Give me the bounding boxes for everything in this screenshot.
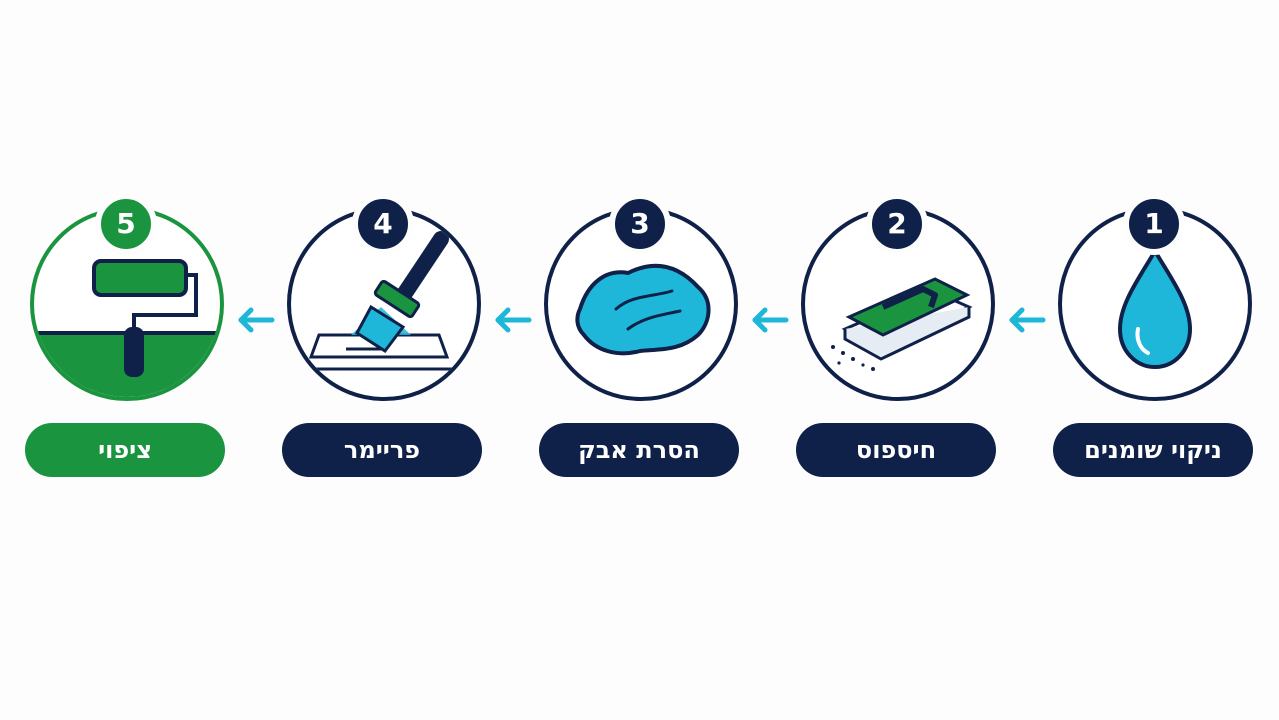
step-1-label: ניקוי שומנים xyxy=(1053,423,1253,477)
step-2: 2 חיספוס xyxy=(796,0,1006,720)
step-4-label: פריימר xyxy=(282,423,482,477)
arrow-left-icon xyxy=(752,307,789,333)
step-4: 4 פריימר xyxy=(282,0,492,720)
arrow-left-icon xyxy=(495,307,532,333)
step-3: 3 הסרת אבק xyxy=(539,0,749,720)
step-1-number: 1 xyxy=(1123,193,1185,255)
paint-brush-icon xyxy=(308,231,459,371)
step-5-label: ציפוי xyxy=(25,423,225,477)
step-4-number: 4 xyxy=(352,193,414,255)
step-5-number: 5 xyxy=(95,193,157,255)
step-2-number: 2 xyxy=(866,193,928,255)
step-5: 5 ציפוי xyxy=(25,0,235,720)
cloth-icon xyxy=(575,263,711,356)
arrow-left-icon xyxy=(1009,307,1046,333)
step-2-label: חיספוס xyxy=(796,423,996,477)
arrow-left-icon xyxy=(238,307,275,333)
step-1: 1 ניקוי שומנים xyxy=(1053,0,1263,720)
water-drop-icon xyxy=(1117,246,1193,370)
paint-roller-icon xyxy=(34,259,220,397)
step-3-label: הסרת אבק xyxy=(539,423,739,477)
sanding-block-icon xyxy=(831,277,973,371)
step-3-number: 3 xyxy=(609,193,671,255)
